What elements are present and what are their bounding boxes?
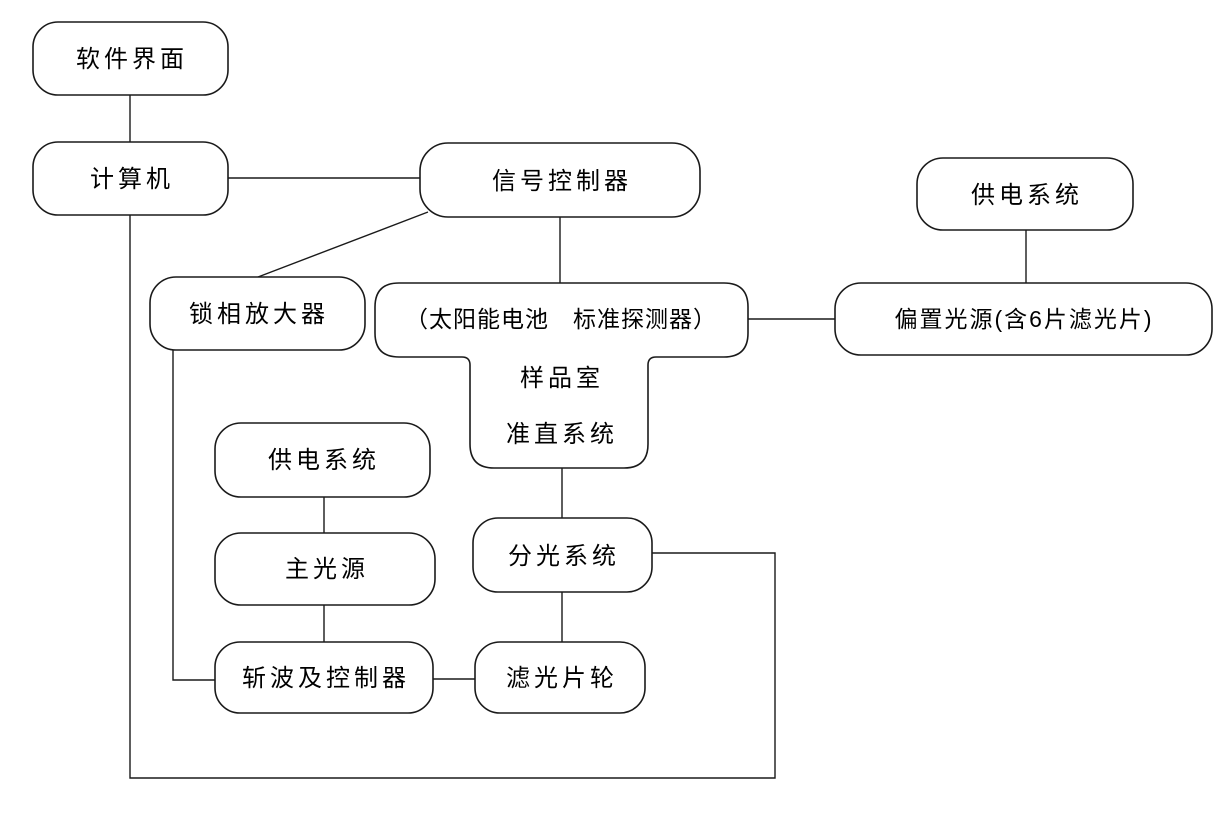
node-main-light-source (214, 532, 436, 606)
label-chopper-controller: 斩波及控制器 (242, 665, 410, 692)
label-sample-chamber-line2: 样品室 (520, 365, 604, 392)
node-beam-splitting (472, 517, 653, 593)
label-software-ui: 软件界面 (76, 46, 188, 73)
node-power-supply-right (916, 157, 1134, 231)
label-filter-wheel: 滤光片轮 (506, 665, 618, 692)
label-sample-chamber-line1: （太阳能电池 标准探测器） (405, 306, 717, 332)
node-software-ui (32, 21, 229, 96)
edge-lockin-to-chopper (172, 350, 215, 681)
label-signal-controller: 信号控制器 (492, 168, 632, 195)
label-main-light-source: 主光源 (285, 556, 369, 583)
edge-computer-loop-to-beam-splitting (129, 215, 776, 779)
label-power-supply-right: 供电系统 (971, 182, 1083, 209)
node-filter-wheel (474, 641, 646, 714)
node-power-supply-left (214, 422, 431, 498)
node-chopper-controller (214, 641, 434, 714)
label-computer: 计算机 (90, 166, 174, 193)
label-sample-chamber-line3: 准直系统 (506, 421, 618, 448)
label-lock-in-amplifier: 锁相放大器 (189, 301, 329, 328)
node-signal-controller (419, 142, 701, 218)
node-computer (32, 141, 229, 216)
edge-signal-controller-to-lockin (257, 211, 429, 278)
label-power-supply-left: 供电系统 (268, 447, 380, 474)
label-bias-light-source: 偏置光源(含6片滤光片) (894, 306, 1153, 332)
node-bias-light-source (834, 282, 1213, 356)
node-sample-chamber (374, 282, 749, 469)
node-lock-in-amplifier (149, 276, 366, 351)
label-beam-splitting: 分光系统 (508, 543, 620, 570)
